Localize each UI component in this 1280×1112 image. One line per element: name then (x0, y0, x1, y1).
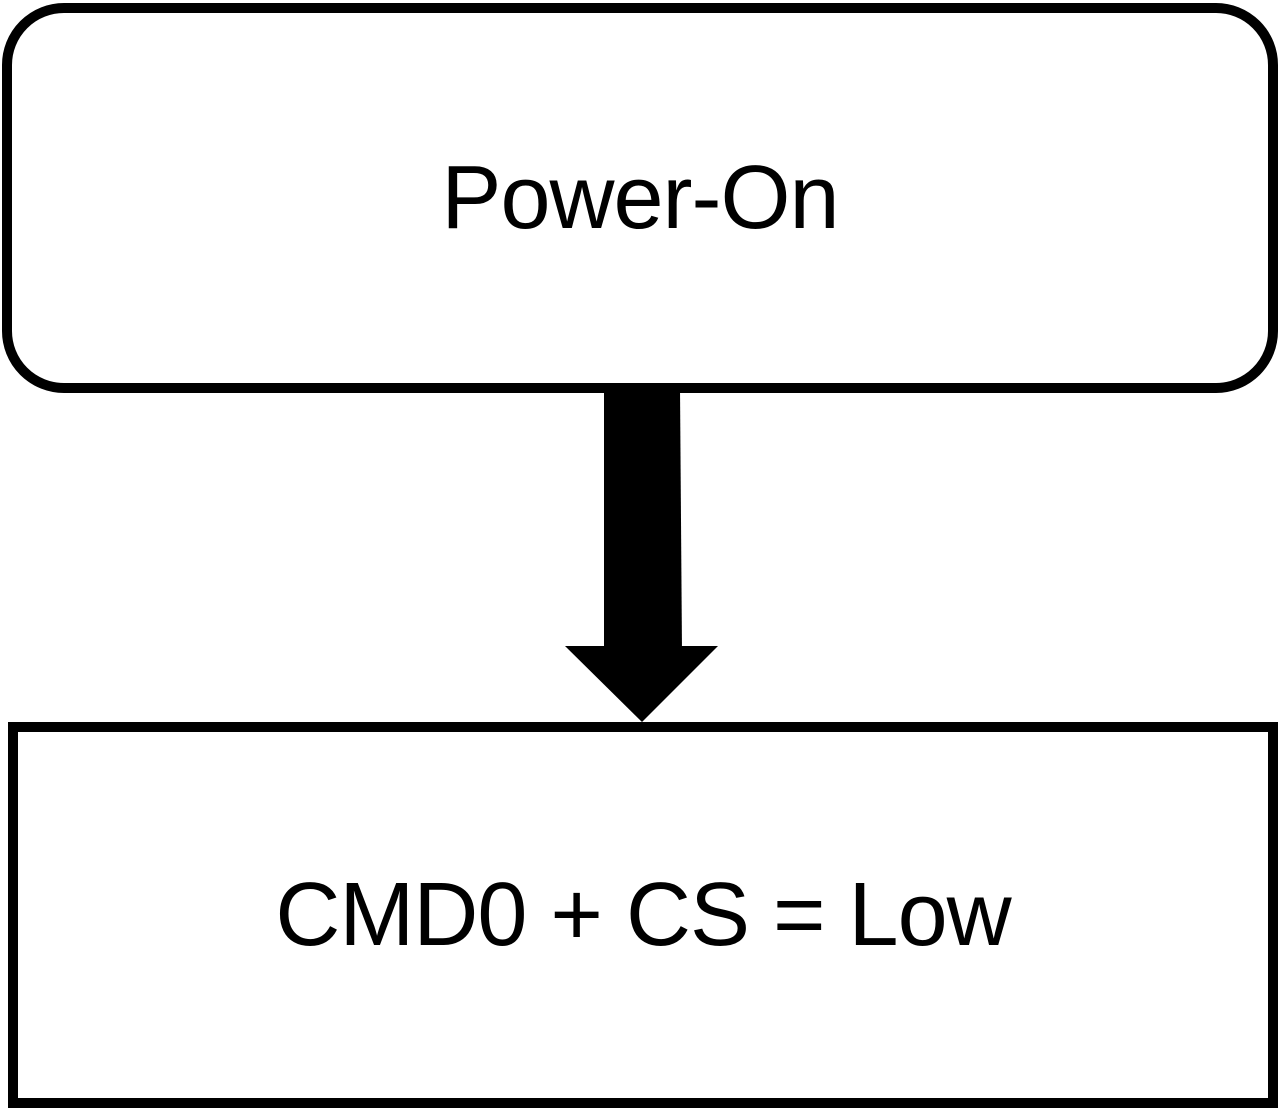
node-cmd0-cs-low-label: CMD0 + CS = Low (275, 865, 1011, 965)
node-cmd0-cs-low: CMD0 + CS = Low (8, 722, 1278, 1108)
node-power-on-label: Power-On (441, 148, 839, 248)
node-power-on: Power-On (2, 3, 1278, 393)
arrow-head (565, 646, 718, 722)
arrow-shaft (604, 388, 682, 652)
